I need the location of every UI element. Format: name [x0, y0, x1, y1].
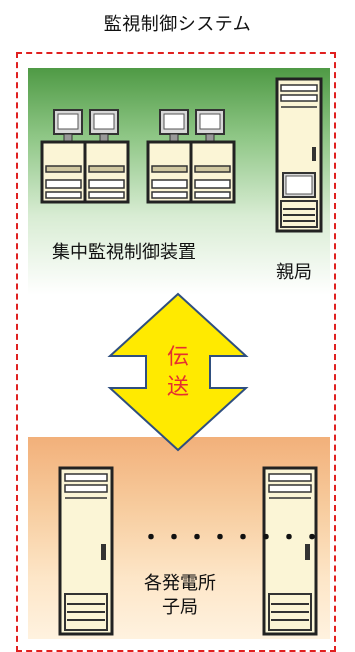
central-monitoring-label: 集中監視制御装置: [52, 242, 196, 263]
ellipsis-dots: ・・・・・・・・: [140, 526, 325, 551]
monitoring-console-icon: [146, 109, 236, 204]
substation-cabinet-icon: [58, 466, 114, 636]
transmission-label: 伝 送: [166, 345, 189, 400]
monitoring-console-icon: [40, 109, 130, 204]
diagram-title: 監視制御システム: [103, 14, 252, 35]
master-station-label: 親局: [276, 262, 312, 283]
substation-cabinet-icon: [262, 466, 318, 636]
master-station-cabinet-icon: [275, 77, 323, 233]
transmission-double-arrow: [107, 292, 249, 452]
substations-label: 各発電所 子局: [144, 573, 216, 618]
